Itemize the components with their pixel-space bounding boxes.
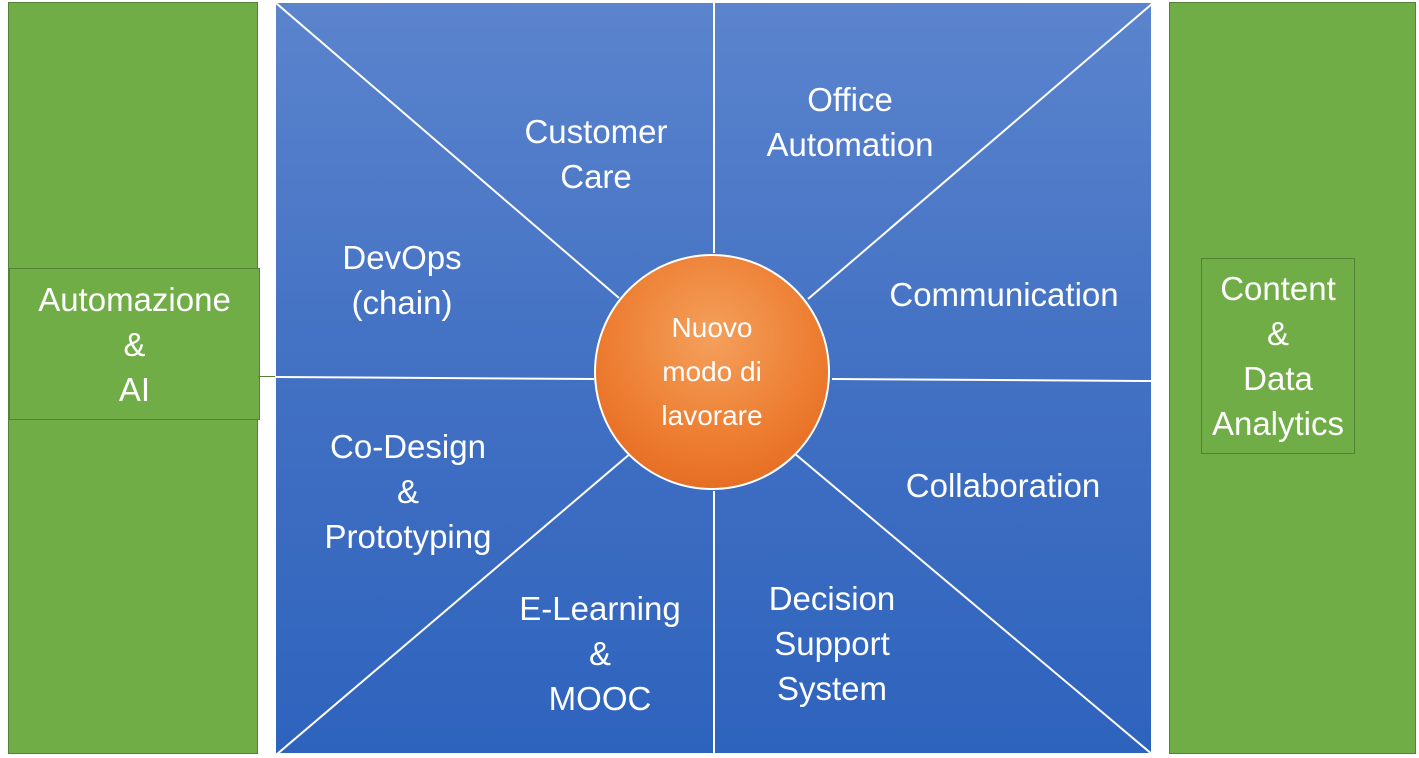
automation-ai-line-3: AI [118,370,151,408]
segment-office-automation: Office Automation [740,77,960,167]
divider-diagonal-bottom-right [793,452,1153,755]
customer-care-line-1: Customer [524,113,668,150]
devops-line-1: DevOps [342,239,462,276]
co-design-line-1: Co-Design [330,428,486,465]
automation-ai-line-1: Automazione [38,280,231,318]
segment-collaboration: Collaboration [873,463,1133,508]
segment-e-learning: E-Learning & MOOC [500,586,700,721]
center-hub: Nuovo modo di lavorare [594,254,830,490]
divider-lines [276,3,1153,755]
co-design-line-2: & [396,473,419,510]
hub-line-1: Nuovo [671,312,753,343]
decision-support-line-2: Support [774,625,890,662]
divider-horizontal-left [276,376,595,380]
content-analytics-line-1: Content [1220,270,1336,307]
e-learning-line-1: E-Learning [519,590,681,627]
automation-ai-label: Automazione & AI [9,268,260,420]
left-connector [258,376,275,377]
segment-co-design: Co-Design & Prototyping [298,424,518,559]
content-analytics-line-4: Analytics [1211,405,1345,442]
hub-line-3: lavorare [661,400,763,431]
divider-diagonal-bottom-left [276,452,632,755]
collaboration-line-1: Collaboration [905,467,1101,504]
content-analytics-line-2: & [1266,315,1289,352]
hub-line-2: modo di [662,356,762,387]
divider-horizontal-right [831,378,1153,382]
segment-devops: DevOps (chain) [312,235,492,325]
segment-communication: Communication [864,272,1144,317]
content-data-analytics-label: Content & Data Analytics [1201,258,1355,454]
divider-diagonal-top-right [807,3,1153,300]
automation-ai-line-2: & [123,325,146,363]
communication-line-1: Communication [889,276,1119,313]
e-learning-line-2: & [588,635,611,672]
decision-support-line-1: Decision [768,580,896,617]
devops-line-2: (chain) [351,284,453,321]
segment-decision-support: Decision Support System [737,576,927,711]
customer-care-line-2: Care [560,158,632,195]
e-learning-line-3: MOOC [548,680,652,717]
decision-support-line-3: System [776,670,888,707]
office-automation-line-2: Automation [766,126,934,163]
co-design-line-3: Prototyping [324,518,492,555]
office-automation-line-1: Office [807,81,893,118]
divider-diagonal-top-left [276,3,620,299]
segment-customer-care: Customer Care [496,109,696,199]
content-analytics-line-3: Data [1243,360,1313,397]
